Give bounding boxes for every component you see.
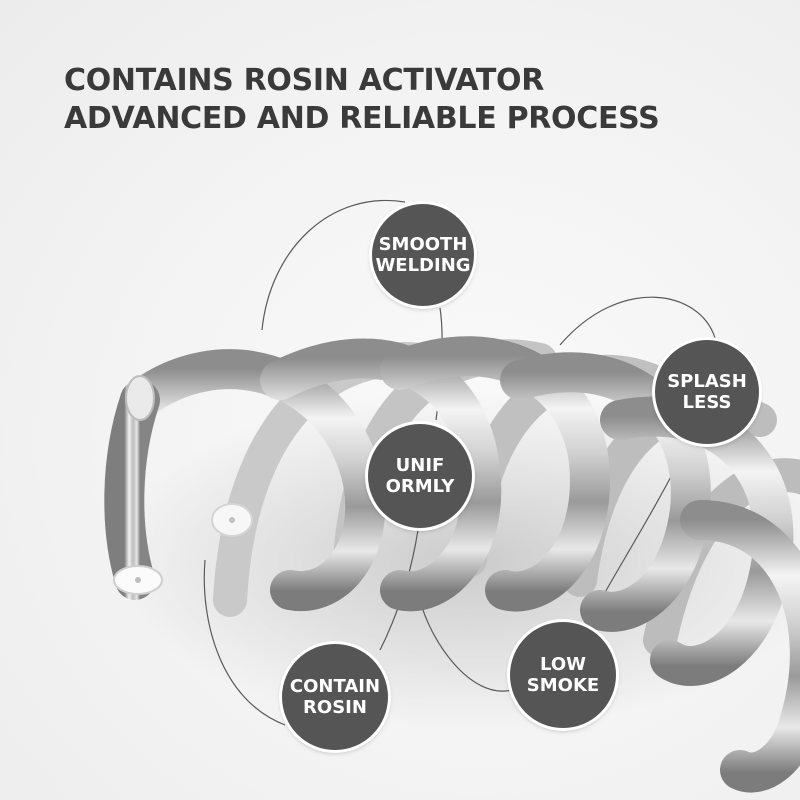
badge-contain-rosin: CONTAIN ROSIN <box>282 644 388 750</box>
badge-uniformly: UNIF ORMLY <box>368 424 472 528</box>
rosin-core-inner <box>229 517 235 523</box>
callout-line-splash <box>559 296 716 346</box>
coil-front-loops <box>104 336 800 793</box>
headline-line-1: CONTAINS ROSIN ACTIVATOR <box>64 63 545 98</box>
badge-splash-less-line-2: LESS <box>682 392 732 413</box>
headline: CONTAINS ROSIN ACTIVATOR ADVANCED AND RE… <box>64 62 660 138</box>
badge-splash-less-line-1: SPLASH <box>667 371 747 392</box>
coil-lead-end <box>104 380 160 600</box>
coil-loop-4 <box>500 352 711 632</box>
coil-loop-1 <box>120 349 386 612</box>
callout-line-rosin <box>203 559 286 726</box>
badge-smooth-welding-line-2: WELDING <box>375 255 471 276</box>
coil-loop-2 <box>260 338 502 612</box>
callout-line-smooth <box>261 199 406 331</box>
coil-loop-6 <box>680 500 800 793</box>
badge-splash-less: SPLASH LESS <box>655 340 759 444</box>
badge-smooth-welding-line-1: SMOOTH <box>378 234 468 255</box>
headline-line-2: ADVANCED AND RELIABLE PROCESS <box>64 101 660 136</box>
badge-low-smoke-line-1: LOW <box>540 654 586 675</box>
badge-uniformly-line-1: UNIF <box>395 455 445 476</box>
badge-contain-rosin-line-1: CONTAIN <box>289 676 381 697</box>
wire-cut-end-top <box>125 375 155 421</box>
callout-line-smoke <box>419 599 513 692</box>
badge-contain-rosin-line-2: ROSIN <box>303 697 367 718</box>
badge-low-smoke: LOW SMOKE <box>510 622 616 728</box>
badge-uniformly-line-2: ORMLY <box>385 476 455 497</box>
badge-smooth-welding: SMOOTH WELDING <box>372 204 474 306</box>
badge-low-smoke-line-2: SMOKE <box>526 675 600 696</box>
rosin-core-front <box>135 577 141 583</box>
coil-loop-3 <box>380 336 611 612</box>
